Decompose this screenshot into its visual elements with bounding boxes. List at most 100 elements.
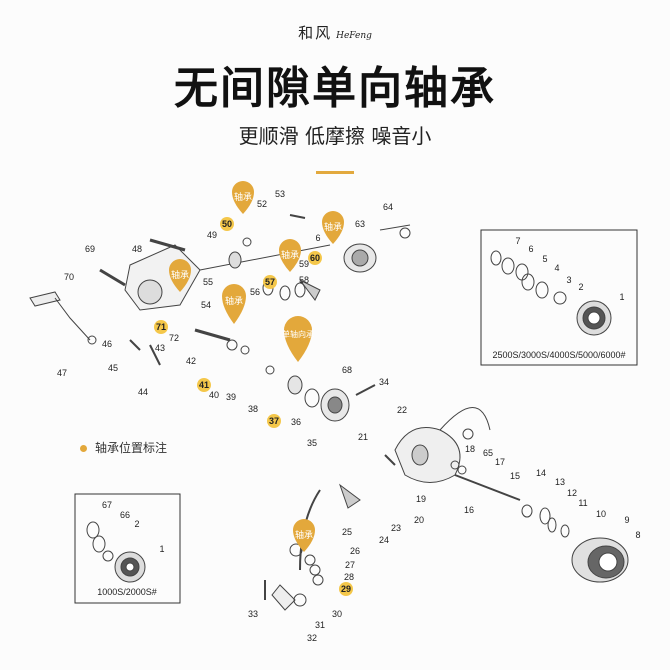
- part-number: 12: [567, 488, 577, 498]
- legend-dot: [80, 445, 87, 452]
- part-number: 10: [596, 509, 606, 519]
- part-number: 36: [291, 417, 301, 427]
- bearing-pin: 轴承: [232, 181, 254, 214]
- part-number: 25: [342, 527, 352, 537]
- part-number: 11: [578, 498, 587, 508]
- part-number: 20: [414, 515, 424, 525]
- bearing-pin: 轴承: [222, 284, 246, 324]
- bearing-pin: 轴承: [322, 211, 344, 244]
- part-number: 8: [635, 530, 640, 540]
- part-number: 3: [566, 275, 571, 285]
- part-number: 15: [510, 471, 520, 481]
- part-number: 64: [383, 202, 393, 212]
- part-number: 17: [495, 457, 505, 467]
- part-number: 65: [483, 448, 493, 458]
- part-number: 6: [315, 233, 320, 243]
- bearing-pin: 轴承: [169, 258, 191, 292]
- part-number: 1: [619, 292, 624, 302]
- part-number: 26: [350, 546, 360, 556]
- inset-left-parts: [86, 521, 146, 583]
- part-number: 30: [332, 609, 342, 619]
- part-number: 28: [344, 572, 354, 582]
- bearing-badge: 29: [341, 584, 351, 594]
- part-number: 14: [536, 468, 546, 478]
- inset-right-parts: [490, 250, 612, 336]
- legend-label: 轴承位置标注: [95, 441, 168, 455]
- part-number: 52: [257, 199, 267, 209]
- part-number: 42: [186, 356, 196, 366]
- page-title: 无间隙单向轴承: [174, 63, 496, 114]
- part-number: 59: [299, 259, 309, 269]
- part-number: 48: [132, 244, 142, 254]
- part-number: 63: [355, 219, 365, 229]
- part-number: 34: [379, 377, 389, 387]
- brand-name-en: HeFeng: [336, 31, 372, 41]
- bearing-badge: 41: [199, 380, 209, 390]
- inset-frame-right: [480, 229, 638, 366]
- part-number: 2: [134, 519, 139, 529]
- bearing-badge: 50: [222, 219, 232, 229]
- bearing-pin: 轴承: [293, 519, 315, 552]
- bearing-pin: 单轴向承: [282, 316, 314, 362]
- part-number: 24: [379, 535, 389, 545]
- inset-frame-left: [74, 493, 181, 604]
- part-number: 7: [515, 236, 520, 246]
- part-number: 38: [248, 404, 258, 414]
- part-number: 23: [391, 523, 401, 533]
- part-number: 44: [138, 387, 148, 397]
- part-number: 32: [307, 633, 317, 643]
- part-number: 55: [203, 277, 213, 287]
- part-number: 13: [555, 477, 565, 487]
- bearing-badge: 57: [265, 277, 275, 287]
- part-number: 6: [528, 244, 533, 254]
- brand-name-cn: 和风: [298, 24, 333, 42]
- bearing-badge: 37: [269, 416, 279, 426]
- part-number: 21: [358, 432, 368, 442]
- accent-divider: [316, 171, 354, 174]
- part-number: 46: [102, 339, 112, 349]
- pin-label: 轴承: [295, 529, 313, 541]
- part-number: 39: [226, 392, 236, 402]
- part-number: 47: [57, 368, 67, 378]
- part-number: 67: [102, 500, 112, 510]
- inset-caption-right: 2500S/3000S/4000S/5000/6000#: [492, 350, 625, 360]
- part-number: 35: [307, 438, 317, 448]
- bearing-badge: 60: [310, 253, 320, 263]
- part-number: 33: [248, 609, 258, 619]
- part-number: 43: [155, 343, 165, 353]
- pin-label: 单轴向承: [282, 329, 314, 339]
- part-number: 58: [299, 275, 309, 285]
- part-number: 54: [201, 300, 211, 310]
- part-number: 68: [342, 365, 352, 375]
- pin-label: 轴承: [281, 249, 299, 261]
- legend: 轴承位置标注: [80, 439, 167, 456]
- page-subtitle: 更顺滑 低摩擦 噪音小: [238, 124, 432, 148]
- part-number: 18: [465, 444, 475, 454]
- part-number: 22: [397, 405, 407, 415]
- part-number: 66: [120, 510, 130, 520]
- part-number: 4: [554, 263, 559, 273]
- part-number: 40: [209, 390, 219, 400]
- inset-caption-left: 1000S/2000S#: [97, 587, 157, 597]
- part-number: 53: [275, 189, 285, 199]
- part-number: 2: [578, 282, 583, 292]
- pin-label: 轴承: [171, 269, 189, 281]
- part-number: 31: [315, 620, 325, 630]
- part-number: 9: [624, 515, 629, 525]
- part-number: 45: [108, 363, 118, 373]
- bearing-pins: 轴承 轴承 轴承 轴承 轴承 单轴向承: [169, 181, 344, 552]
- pin-label: 轴承: [225, 295, 243, 307]
- part-number: 27: [345, 560, 355, 570]
- part-number: 19: [416, 494, 426, 504]
- part-number: 49: [207, 230, 217, 240]
- pin-label: 轴承: [234, 191, 252, 203]
- reel-body-assembly: [29, 214, 629, 611]
- pin-label: 轴承: [324, 221, 342, 233]
- part-number: 72: [169, 333, 179, 343]
- part-number: 70: [64, 272, 74, 282]
- part-number: 16: [464, 505, 474, 515]
- part-number: 56: [250, 287, 260, 297]
